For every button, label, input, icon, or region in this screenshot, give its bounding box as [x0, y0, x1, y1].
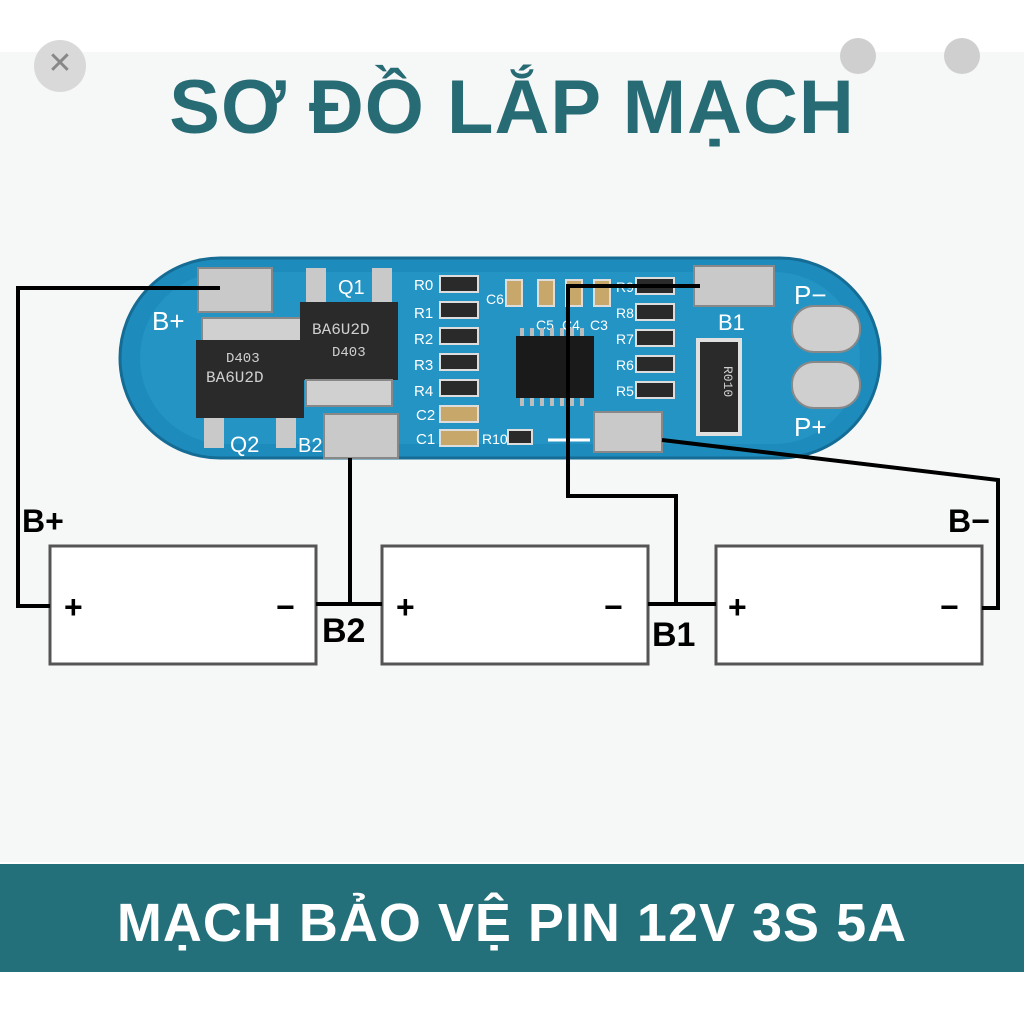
mosfet-left-tab — [201, 317, 303, 343]
mosfet-right-line2: D403 — [332, 345, 366, 361]
mosfet-left-leg-a — [204, 418, 224, 448]
cell-2-minus: − — [604, 589, 623, 625]
sense-resistor-label: R010 — [720, 366, 735, 397]
resistor-r2 — [439, 327, 479, 345]
footer-title: MẠCH BẢO VỆ PIN 12V 3S 5A — [116, 893, 908, 953]
pad-p-minus — [791, 305, 861, 353]
resistor-r1 — [439, 301, 479, 319]
corner-dot-right — [944, 38, 980, 74]
silk-c6: C6 — [486, 291, 504, 307]
label-b1: B1 — [652, 616, 695, 654]
page-title: SƠ ĐỒ LẮP MẠCH — [169, 65, 855, 150]
silk-r2: R2 — [414, 331, 433, 348]
mosfet-left-line1: D403 — [226, 351, 260, 367]
mosfet-left — [196, 340, 304, 418]
silk-r0: R0 — [414, 277, 433, 294]
resistor-r8 — [635, 303, 675, 321]
battery-cell-3 — [714, 544, 984, 666]
pad-label-b-plus: B+ — [152, 306, 185, 336]
cell-1-minus: − — [276, 589, 295, 625]
silk-r5: R5 — [616, 383, 634, 399]
silk-r3: R3 — [414, 357, 433, 374]
silk-r7: R7 — [616, 331, 634, 347]
battery-cell-1 — [48, 544, 318, 666]
capacitor-c2 — [439, 405, 479, 423]
mosfet-right-leg-a — [306, 268, 326, 302]
cell-2-plus: + — [396, 589, 415, 625]
resistor-r5 — [635, 381, 675, 399]
close-button[interactable]: ✕ — [34, 40, 86, 92]
wire-b1 — [566, 284, 700, 604]
capacitor-c5 — [537, 279, 555, 307]
cell-3-minus: − — [940, 589, 959, 625]
silk-r4: R4 — [414, 383, 433, 400]
mosfet-right-tab — [305, 379, 393, 407]
silk-q1: Q1 — [338, 277, 365, 299]
capacitor-c3 — [593, 279, 611, 307]
pad-b1 — [693, 265, 775, 307]
close-icon: ✕ — [47, 47, 73, 80]
resistor-r4 — [439, 379, 479, 397]
capacitor-c6 — [505, 279, 523, 307]
label-b2: B2 — [322, 612, 365, 650]
silk-c3: C3 — [590, 317, 608, 333]
pad-p-plus — [791, 361, 861, 409]
corner-dot-left — [840, 38, 876, 74]
footer-banner — [0, 864, 1024, 972]
silk-c1: C1 — [416, 431, 435, 448]
mosfet-right-leg-b — [372, 268, 392, 302]
resistor-r10 — [507, 429, 533, 445]
pad-b2 — [323, 413, 399, 459]
sense-resistor — [696, 338, 742, 436]
resistor-r3 — [439, 353, 479, 371]
pad-label-b2: B2 — [298, 435, 322, 457]
wire-b-plus — [16, 286, 220, 608]
pad-b-minus — [593, 411, 663, 453]
label-b-minus: B− — [948, 503, 990, 539]
ic-pins — [520, 328, 584, 406]
mosfet-left-line2: BA6U2D — [206, 369, 264, 387]
mosfet-left-leg-b — [276, 418, 296, 448]
resistor-r7 — [635, 329, 675, 347]
cell-1-plus: + — [64, 589, 83, 625]
bottom-strip — [0, 972, 1024, 1024]
silk-r8: R8 — [616, 305, 634, 321]
mosfet-right — [300, 302, 398, 380]
protection-ic — [516, 336, 594, 398]
silk-q2: Q2 — [230, 432, 259, 457]
resistor-r0 — [439, 275, 479, 293]
silk-r6: R6 — [616, 357, 634, 373]
wire-b-minus — [661, 438, 1000, 610]
silk-r10: R10 — [482, 431, 508, 447]
cell-3-plus: + — [728, 589, 747, 625]
capacitor-c1 — [439, 429, 479, 447]
pad-label-b1: B1 — [718, 310, 745, 335]
mosfet-right-line1: BA6U2D — [312, 321, 370, 339]
silk-c2: C2 — [416, 407, 435, 424]
pad-label-p-plus: P+ — [794, 412, 827, 442]
silk-r1: R1 — [414, 305, 433, 322]
resistor-r6 — [635, 355, 675, 373]
label-b-plus: B+ — [22, 503, 64, 539]
